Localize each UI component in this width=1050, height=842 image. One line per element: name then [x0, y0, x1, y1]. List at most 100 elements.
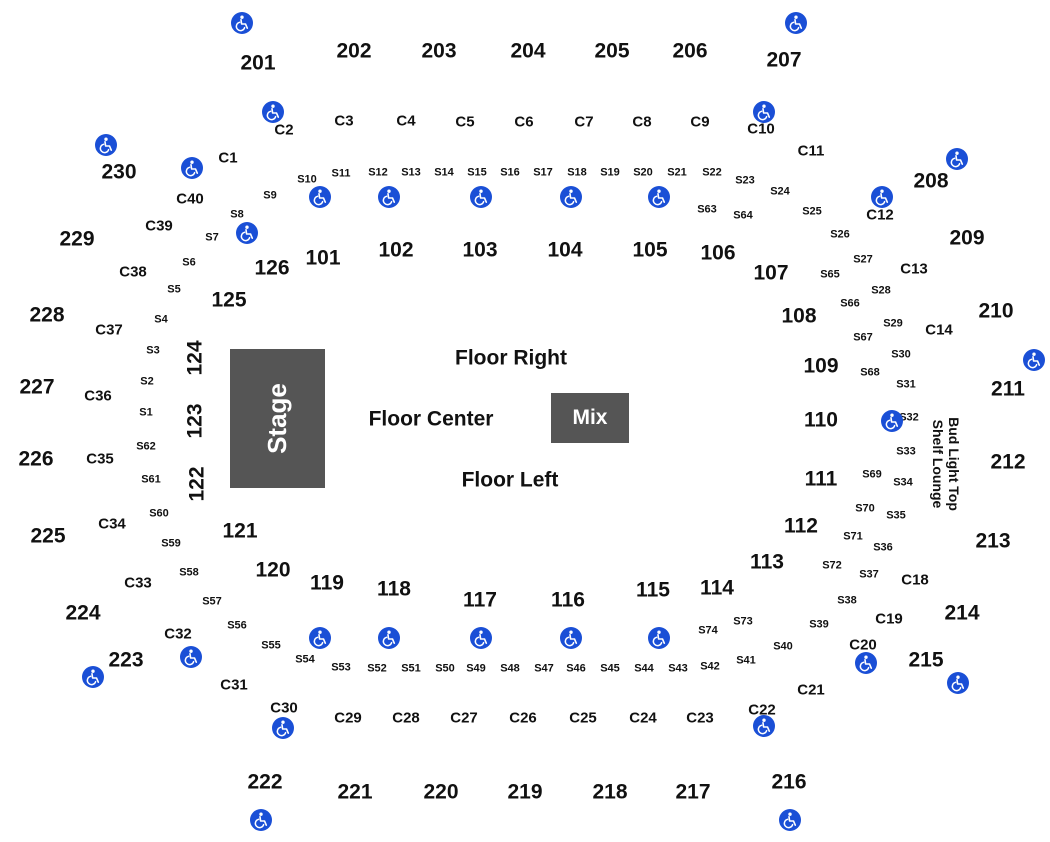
suite-s62[interactable]: S62 — [136, 440, 156, 453]
suite-s60[interactable]: S60 — [149, 507, 169, 520]
section-228[interactable]: 228 — [29, 303, 65, 327]
section-123[interactable]: 123 — [183, 403, 207, 439]
section-209[interactable]: 209 — [949, 226, 985, 250]
floor-center[interactable]: Floor Center — [368, 407, 494, 431]
section-101[interactable]: 101 — [305, 246, 341, 270]
club-section-c38[interactable]: C38 — [119, 263, 147, 281]
suite-s73[interactable]: S73 — [733, 615, 753, 628]
club-section-c20[interactable]: C20 — [849, 636, 877, 654]
stage[interactable]: Stage — [230, 349, 325, 488]
section-212[interactable]: 212 — [990, 450, 1026, 474]
club-section-c3[interactable]: C3 — [334, 112, 354, 130]
suite-s45[interactable]: S45 — [600, 662, 620, 675]
section-208[interactable]: 208 — [913, 169, 949, 193]
suite-s53[interactable]: S53 — [331, 661, 351, 674]
suite-s68[interactable]: S68 — [860, 366, 880, 379]
club-section-c31[interactable]: C31 — [220, 676, 248, 694]
suite-s33[interactable]: S33 — [896, 445, 916, 458]
mix-position[interactable]: Mix — [551, 393, 629, 443]
section-104[interactable]: 104 — [547, 238, 583, 262]
suite-s55[interactable]: S55 — [261, 639, 281, 652]
club-section-c34[interactable]: C34 — [98, 515, 126, 533]
suite-s50[interactable]: S50 — [435, 662, 455, 675]
section-113[interactable]: 113 — [750, 550, 784, 574]
section-122[interactable]: 122 — [185, 466, 209, 502]
suite-s47[interactable]: S47 — [534, 662, 554, 675]
club-section-c29[interactable]: C29 — [334, 709, 362, 727]
suite-s65[interactable]: S65 — [820, 268, 840, 281]
club-section-c1[interactable]: C1 — [218, 149, 238, 167]
section-124[interactable]: 124 — [183, 340, 207, 376]
suite-s26[interactable]: S26 — [830, 228, 850, 241]
section-210[interactable]: 210 — [978, 299, 1014, 323]
club-section-c4[interactable]: C4 — [396, 112, 416, 130]
suite-s66[interactable]: S66 — [840, 297, 860, 310]
section-218[interactable]: 218 — [592, 780, 628, 804]
suite-s1[interactable]: S1 — [139, 406, 153, 419]
section-126[interactable]: 126 — [254, 256, 290, 280]
section-207[interactable]: 207 — [766, 48, 802, 72]
suite-s67[interactable]: S67 — [853, 331, 873, 344]
suite-s23[interactable]: S23 — [735, 174, 755, 187]
section-121[interactable]: 121 — [222, 519, 258, 543]
suite-s56[interactable]: S56 — [227, 619, 247, 632]
section-219[interactable]: 219 — [507, 780, 543, 804]
suite-s48[interactable]: S48 — [500, 662, 520, 675]
section-116[interactable]: 116 — [551, 588, 585, 612]
suite-s69[interactable]: S69 — [862, 468, 882, 481]
suite-s21[interactable]: S21 — [667, 166, 687, 179]
suite-s39[interactable]: S39 — [809, 618, 829, 631]
section-201[interactable]: 201 — [240, 51, 276, 75]
bud-light-top-shelf-lounge[interactable]: Bud Light Top Shelf Lounge — [930, 417, 962, 511]
club-section-c22[interactable]: C22 — [748, 701, 776, 719]
section-229[interactable]: 229 — [59, 227, 95, 251]
club-section-c30[interactable]: C30 — [270, 699, 298, 717]
club-section-c36[interactable]: C36 — [84, 387, 112, 405]
suite-s72[interactable]: S72 — [822, 559, 842, 572]
section-222[interactable]: 222 — [247, 770, 283, 794]
section-220[interactable]: 220 — [423, 780, 459, 804]
section-102[interactable]: 102 — [378, 238, 414, 262]
club-section-c35[interactable]: C35 — [86, 450, 114, 468]
suite-s63[interactable]: S63 — [697, 203, 717, 216]
club-section-c25[interactable]: C25 — [569, 709, 597, 727]
club-section-c39[interactable]: C39 — [145, 217, 173, 235]
section-103[interactable]: 103 — [462, 238, 498, 262]
suite-s74[interactable]: S74 — [698, 624, 718, 637]
section-119[interactable]: 119 — [310, 571, 344, 595]
section-108[interactable]: 108 — [781, 304, 817, 328]
section-125[interactable]: 125 — [211, 288, 247, 312]
suite-s38[interactable]: S38 — [837, 594, 857, 607]
section-213[interactable]: 213 — [975, 529, 1011, 553]
suite-s49[interactable]: S49 — [466, 662, 486, 675]
section-114[interactable]: 114 — [700, 576, 734, 600]
suite-s51[interactable]: S51 — [401, 662, 421, 675]
floor-right[interactable]: Floor Right — [455, 346, 567, 370]
suite-s35[interactable]: S35 — [886, 509, 906, 522]
club-section-c5[interactable]: C5 — [455, 113, 475, 131]
suite-s42[interactable]: S42 — [700, 660, 720, 673]
club-section-c9[interactable]: C9 — [690, 113, 710, 131]
suite-s52[interactable]: S52 — [367, 662, 387, 675]
suite-s16[interactable]: S16 — [500, 166, 520, 179]
suite-s36[interactable]: S36 — [873, 541, 893, 554]
suite-s20[interactable]: S20 — [633, 166, 653, 179]
suite-s57[interactable]: S57 — [202, 595, 222, 608]
section-110[interactable]: 110 — [804, 408, 838, 432]
club-section-c19[interactable]: C19 — [875, 610, 903, 628]
suite-s59[interactable]: S59 — [161, 537, 181, 550]
suite-s10[interactable]: S10 — [297, 173, 317, 186]
section-215[interactable]: 215 — [908, 648, 944, 672]
club-section-c33[interactable]: C33 — [124, 574, 152, 592]
club-section-c11[interactable]: C11 — [797, 142, 825, 160]
club-section-c12[interactable]: C12 — [866, 206, 894, 224]
section-214[interactable]: 214 — [944, 601, 980, 625]
suite-s5[interactable]: S5 — [167, 283, 181, 296]
suite-s3[interactable]: S3 — [146, 344, 160, 357]
suite-s41[interactable]: S41 — [736, 654, 756, 667]
section-206[interactable]: 206 — [672, 39, 708, 63]
section-109[interactable]: 109 — [803, 354, 839, 378]
suite-s9[interactable]: S9 — [263, 189, 277, 202]
suite-s11[interactable]: S11 — [331, 167, 351, 180]
section-118[interactable]: 118 — [377, 577, 411, 601]
